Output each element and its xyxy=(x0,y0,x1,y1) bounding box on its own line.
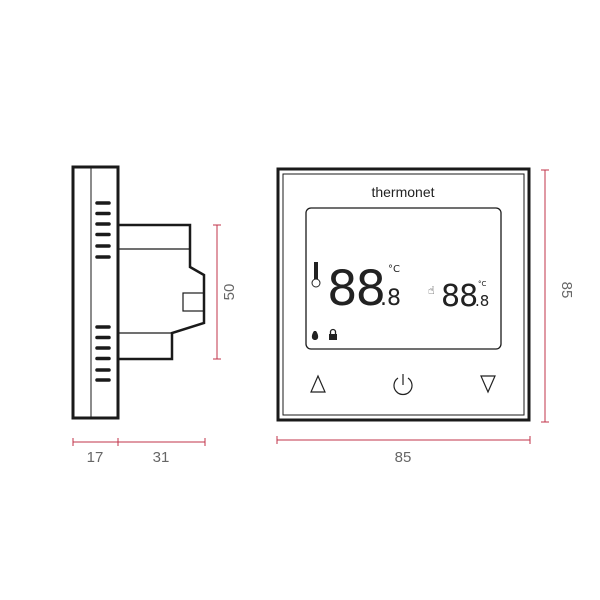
side-view xyxy=(71,165,206,420)
side-front-plate xyxy=(71,165,120,420)
dimension-back-depth: 31 xyxy=(153,449,170,466)
dimension-body-height: 50 xyxy=(221,284,238,301)
hand-icon: ☝ xyxy=(428,284,435,297)
main-unit: °C xyxy=(388,264,400,275)
dimension-front-depth: 17 xyxy=(87,449,104,466)
front-view xyxy=(276,167,531,422)
set-temperature: 88 xyxy=(441,279,477,314)
flame-icon xyxy=(311,331,319,340)
set-temperature-decimal: .8 xyxy=(475,292,489,310)
set-unit: °C xyxy=(478,280,487,288)
main-temperature-decimal: .8 xyxy=(380,286,401,311)
dimension-front-height: 85 xyxy=(558,282,575,299)
main-temperature: 88 xyxy=(327,261,384,317)
up-button[interactable] xyxy=(310,374,326,393)
front-frame xyxy=(276,167,531,422)
down-button[interactable] xyxy=(480,375,496,394)
vents xyxy=(95,201,111,382)
lock-icon xyxy=(329,328,337,340)
lcd-screen xyxy=(305,207,502,350)
terminal-block xyxy=(182,292,205,312)
side-body xyxy=(118,223,206,361)
front-dimension-lines xyxy=(276,169,549,444)
front-inner-frame xyxy=(282,173,525,416)
power-button[interactable] xyxy=(393,374,413,396)
dimension-front-width: 85 xyxy=(395,449,412,466)
brand-logo: thermonet xyxy=(371,184,434,200)
thermometer-icon xyxy=(311,262,321,288)
side-dimension-lines xyxy=(72,224,221,446)
